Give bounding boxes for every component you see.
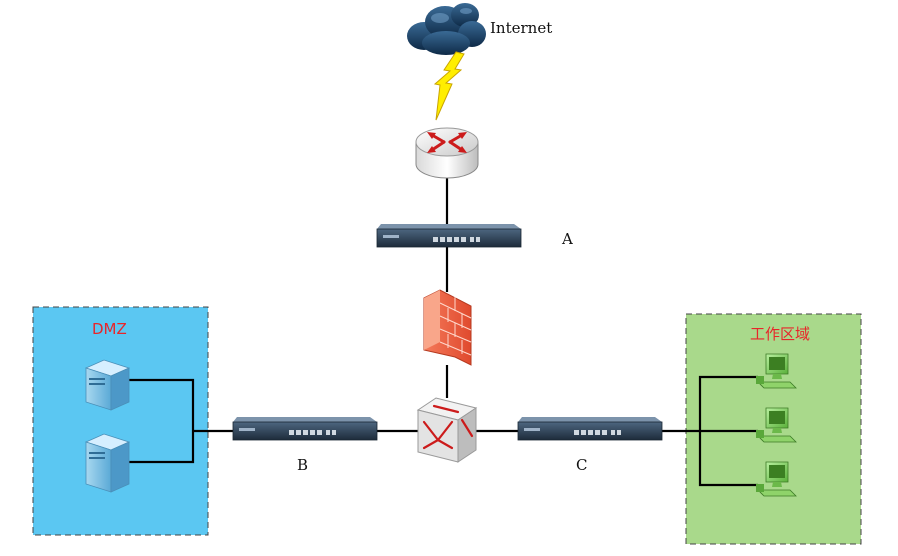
work-zone-label: 工作区域 bbox=[750, 325, 810, 343]
switch-icon bbox=[416, 397, 478, 463]
lightning-icon bbox=[433, 51, 465, 121]
cloud-icon bbox=[407, 3, 486, 55]
router-icon bbox=[415, 127, 479, 179]
workstation-icon bbox=[756, 461, 797, 497]
appliance-c bbox=[517, 417, 663, 441]
dmz-label: DMZ bbox=[92, 320, 127, 338]
internet-label: Internet bbox=[490, 19, 552, 37]
dmz-zone bbox=[32, 306, 209, 536]
server-icon bbox=[84, 359, 131, 411]
label-a: A bbox=[561, 230, 573, 248]
appliance-a bbox=[376, 224, 522, 248]
network-links bbox=[129, 178, 758, 487]
workstation-icon bbox=[756, 353, 797, 389]
label-c: C bbox=[576, 456, 587, 474]
label-b: B bbox=[297, 456, 308, 474]
server-icon bbox=[84, 433, 131, 493]
firewall-icon bbox=[423, 289, 472, 366]
workstation-icon bbox=[756, 407, 797, 443]
link-dmz-servers bbox=[129, 378, 195, 464]
appliance-b bbox=[232, 417, 378, 441]
